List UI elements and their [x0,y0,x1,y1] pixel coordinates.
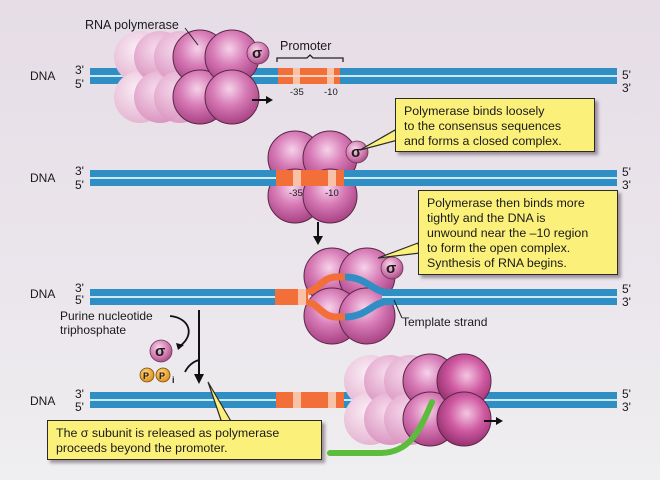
phosphate-2: P [159,371,165,381]
direction-arrow-row4 [484,417,503,425]
template-strand-label: Template strand [402,315,487,329]
pyrophosphate: P P i [139,367,175,385]
ppi-release-arrow [184,359,200,373]
sigma-factor-row1: σ [246,41,270,65]
dna-double-helix-row1 [90,68,617,84]
sigma-symbol-row2: σ [351,144,361,161]
five-prime-left-row4: 5' [75,400,84,414]
row-3-open-complex: DNA 3' 5' σ Templa [30,242,631,345]
sigma-factor-row2: σ [345,140,369,164]
dna-double-helix-row2 [90,170,617,186]
five-prime-left-row3: 5' [75,293,84,307]
promoter-region-row1 [278,68,340,84]
promoter-region-row2 [276,170,344,186]
three-prime-right-row1: 3' [622,81,631,95]
transcription-bubble [306,273,385,321]
three-prime-left-row4: 3' [75,387,84,401]
dna-label-row2: DNA [30,171,55,185]
row-2-closed-complex: DNA 3' 5' -35 -10 σ 5' 3' [30,129,631,245]
template-strand-pointer [393,299,403,319]
callout-pointer-closed [359,129,399,151]
callout-pointer-open [377,242,421,259]
sigma-symbol-row3: σ [386,260,396,277]
five-prime-right-row2: 5' [622,165,631,179]
five-prime-right-row1: 5' [622,68,631,82]
rna-polymerase-row1 [114,29,260,125]
minus35-label-row1: -35 [290,87,304,98]
rna-polymerase-row3 [303,247,396,345]
minus35-label-row2: -35 [289,188,303,199]
purine-ntp-label-line2: triphosphate [60,323,126,337]
sigma-symbol-released: σ [155,343,165,360]
phosphate-subscript: i [172,375,175,385]
rna-polymerase-label: RNA polymerase [85,18,179,32]
rna-polymerase-pointer [184,27,199,46]
minus10-label-row1: -10 [324,87,338,98]
three-prime-right-row3: 3' [622,295,631,309]
sigma-release-group: Purine nucleotide triphosphate σ P P i [60,309,204,385]
sigma-factor-row3: σ [380,256,404,280]
callout-sigma-release: The σ subunit is released as polymerase … [47,420,322,460]
rna-transcript [327,399,435,456]
three-prime-left-row3: 3' [75,281,84,295]
row-4-elongation: DNA 3' 5' 5' 3' [30,353,631,456]
ntp-arrow-head [194,374,204,384]
five-prime-left-row2: 5' [75,178,84,192]
five-prime-right-row4: 5' [622,387,631,401]
three-prime-left-row2: 3' [75,164,84,178]
callout-open-complex: Polymerase then binds more tightly and t… [418,190,618,275]
minus10-label-row2: -10 [325,188,339,199]
dna-label-row4: DNA [30,394,55,408]
promoter-bracket [276,54,344,62]
promoter-label: Promoter [280,39,331,53]
phosphate-1: P [143,371,149,381]
row-1-polymerase-approach: DNA 3' 5' Promoter -35 -10 [30,18,631,125]
dna-label-row3: DNA [30,287,55,301]
dna-label-row1: DNA [30,69,55,83]
five-prime-right-row3: 5' [622,282,631,296]
three-prime-right-row4: 3' [622,400,631,414]
sigma-symbol-row1: σ [252,45,262,62]
three-prime-left-row1: 3' [75,63,84,77]
five-prime-left-row1: 5' [75,77,84,91]
dna-double-helix-row3 [90,289,617,305]
sigma-release-arrow [169,315,190,347]
rna-polymerase-row4 [344,353,492,447]
direction-arrow-row1 [252,96,273,104]
three-prime-right-row2: 3' [622,178,631,192]
step-arrow-1 [313,222,323,245]
callout-closed-complex: Polymerase binds loosely to the consensu… [395,98,595,152]
purine-ntp-label-line1: Purine nucleotide [60,309,153,323]
released-sigma-factor: σ [149,339,173,363]
